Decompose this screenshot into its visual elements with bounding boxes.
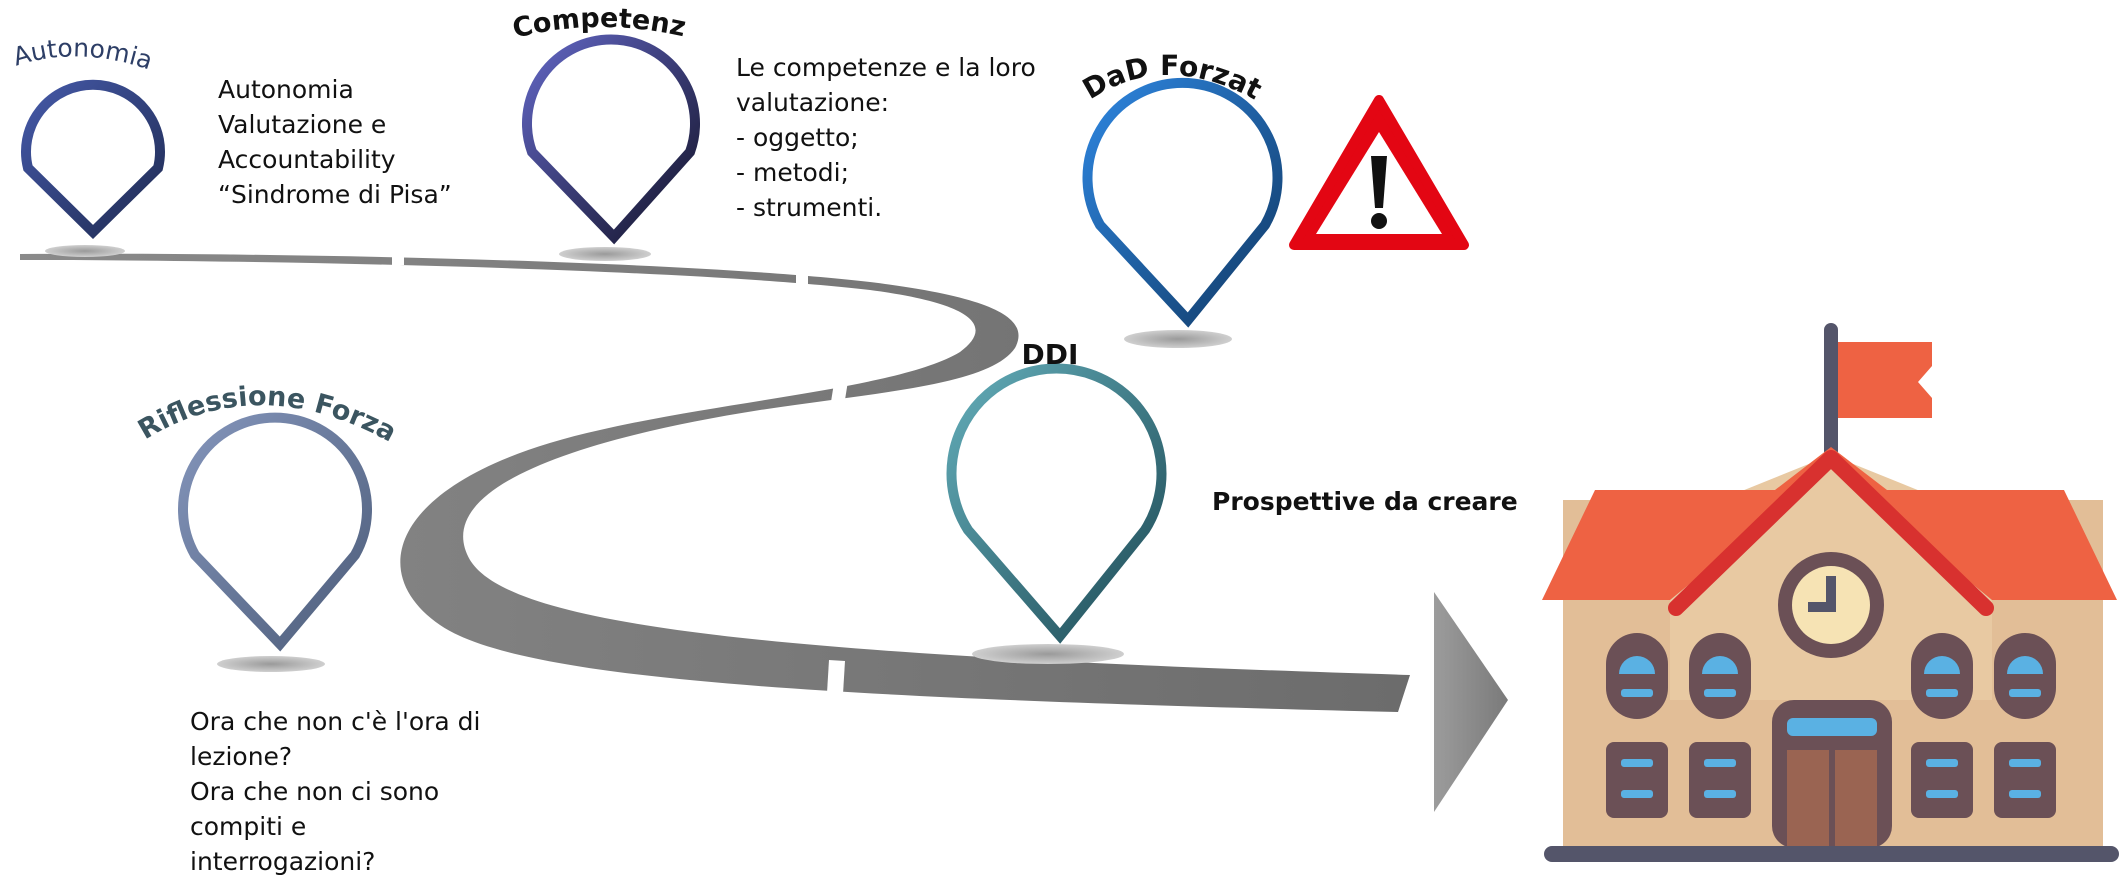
note-prospettive: Prospettive da creare [1212, 484, 1518, 519]
pin-title-ddi: DDI [1022, 338, 1079, 371]
note-line: Ora che non c'è l'ora di [190, 707, 481, 736]
note-line: Prospettive da creare [1212, 487, 1518, 516]
pin-outline [21, 79, 165, 240]
school-building-icon [1542, 323, 2119, 862]
pin-shadow [559, 247, 651, 261]
pin-outline [522, 34, 700, 245]
road-gap [796, 272, 808, 286]
note-line: - oggetto; [736, 123, 859, 152]
pin-outline [946, 363, 1167, 644]
road-gap [392, 250, 404, 265]
pin-dad-forzata: DaD Forzata [0, 0, 1283, 348]
note-line: Valutazione e [218, 110, 387, 139]
note-competenze: Le competenze e la loro valutazione: - o… [736, 50, 1036, 225]
road-body [20, 253, 1410, 712]
note-line: valutazione: [736, 88, 890, 117]
pin-title-riflessione: Riflessione Forzata [0, 0, 401, 448]
note-riflessione: Ora che non c'è l'ora di lezione? Ora ch… [190, 704, 481, 879]
pin-title-autonomia: Autonomia [10, 33, 157, 75]
pin-shadow [217, 656, 325, 672]
note-line: compiti e [190, 812, 307, 841]
road-gap [830, 381, 848, 408]
pin-shadow [972, 644, 1124, 664]
note-line: Ora che non ci sono [190, 777, 440, 806]
road [20, 250, 1410, 712]
pin-shadow [45, 245, 125, 257]
arrow-right-icon [1434, 592, 1508, 812]
note-line: Autonomia [218, 75, 354, 104]
note-line: “Sindrome di Pisa” [218, 180, 452, 209]
note-line: - metodi; [736, 158, 850, 187]
pin-ddi: DDI [946, 338, 1167, 664]
pin-outline [1082, 77, 1283, 328]
note-line: lezione? [190, 742, 293, 771]
pin-shadow [1124, 330, 1232, 348]
note-line: Le competenze e la loro [736, 53, 1036, 82]
warning-sign-icon [1289, 95, 1469, 250]
note-line: Accountability [218, 145, 396, 174]
note-autonomia: Autonomia Valutazione e Accountability “… [218, 72, 452, 212]
note-line: - strumenti. [736, 193, 883, 222]
road-gap [827, 660, 845, 694]
pin-outline [178, 412, 372, 652]
note-line: interrogazioni? [190, 847, 376, 876]
pin-autonomia: Autonomia [10, 33, 165, 257]
